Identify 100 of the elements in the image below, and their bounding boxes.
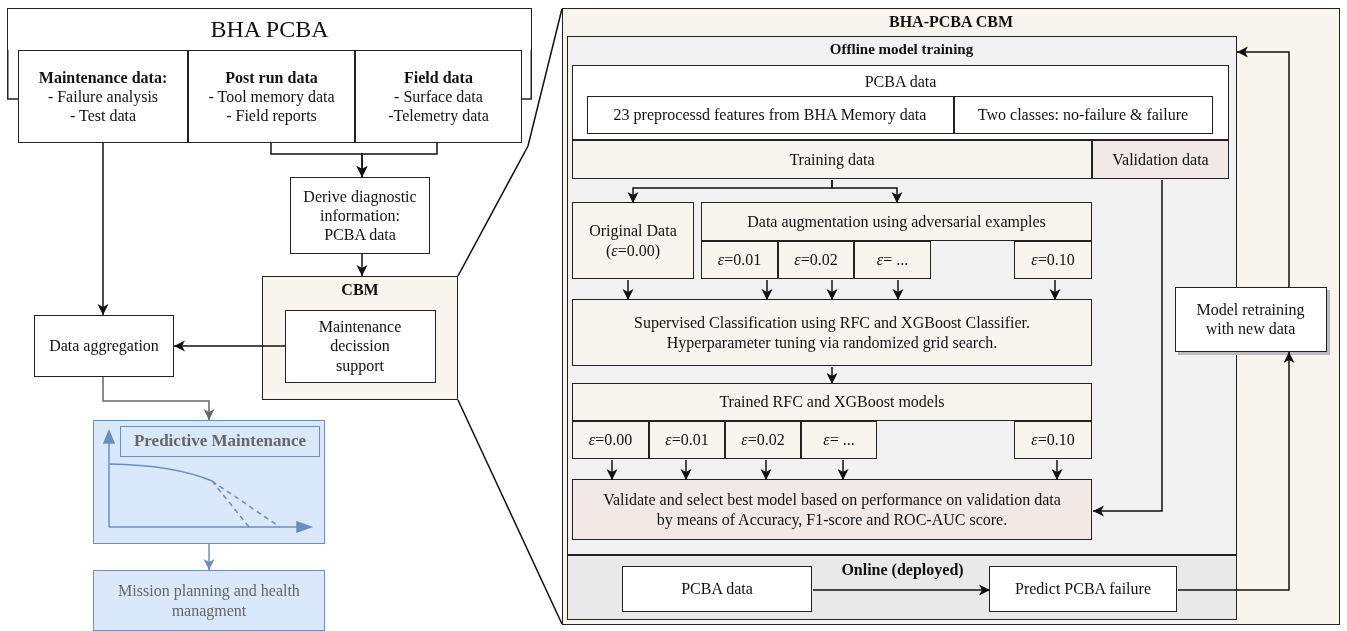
node-label: ε=0.00 — [587, 430, 634, 450]
data-source-box — [188, 50, 355, 143]
arrow — [1051, 459, 1063, 481]
heading: CBM — [341, 280, 379, 300]
process-box — [93, 570, 325, 631]
arrow — [622, 279, 634, 301]
arrow — [826, 279, 838, 301]
heading: Field data — [403, 67, 474, 87]
group-box — [7, 8, 532, 50]
data-source-box — [355, 50, 522, 143]
node-label: 23 preprocessd features from BHA Memory data — [612, 104, 928, 125]
process-box — [34, 315, 174, 377]
node-label: Original Data (ε=0.00) — [588, 221, 678, 260]
predictive-maintenance-panel — [93, 420, 325, 544]
arrow — [356, 253, 368, 277]
epsilon-box — [649, 421, 725, 459]
process-box — [290, 177, 430, 254]
model-box — [572, 383, 1092, 421]
arrow — [1049, 279, 1061, 301]
arrow — [826, 366, 838, 385]
node-label: Mission planning and health managment — [117, 581, 301, 620]
process-box — [989, 566, 1177, 612]
node-label: Predict PCBA failure — [1014, 579, 1152, 599]
node-label: PCBA data — [864, 72, 937, 92]
node-label: - Failure analysis — [46, 86, 160, 107]
node-label: ε=0.01 — [664, 430, 710, 450]
epsilon-box — [572, 421, 649, 459]
node-label: ε=0.02 — [740, 430, 786, 450]
data-box — [572, 202, 694, 279]
heading: Online (deployed) — [840, 559, 965, 579]
data-box — [586, 95, 954, 134]
data-box — [622, 566, 812, 612]
heading-box: Predictive Maintenance — [120, 426, 320, 457]
group-panel — [262, 276, 458, 400]
epsilon-box — [725, 421, 801, 459]
node-label: ε=0.02 — [793, 250, 839, 270]
online-panel — [566, 554, 1237, 620]
connector-line — [457, 399, 563, 625]
node-label: Validate and select best model based on performance on validation data by means of Accuracy, F1-score and ROC-AUC score. — [602, 490, 1062, 529]
epsilon-box — [701, 241, 778, 279]
node-label: Supervised Classification using RFC and XGBoost Classifier. Hyperparameter tuning via randomized grid search. — [633, 313, 1031, 352]
epsilon-box — [778, 241, 854, 279]
arrow — [173, 340, 286, 352]
arrow — [356, 142, 438, 178]
arrow — [812, 584, 991, 596]
epsilon-box — [801, 421, 877, 459]
data-box — [572, 140, 1092, 179]
node-label: ε=0.10 — [1030, 250, 1076, 270]
data-box — [953, 95, 1213, 134]
group-panel — [566, 35, 1237, 555]
data-source-box — [18, 50, 188, 143]
arrow — [102, 376, 215, 421]
node-label: Derive diagnostic information: PCBA data — [302, 186, 418, 245]
node-label: ε=0.10 — [1030, 430, 1076, 450]
arrow — [1236, 46, 1290, 288]
arrow — [760, 459, 772, 481]
arrow — [761, 279, 773, 301]
node-label: -Telemetry data — [387, 106, 490, 126]
heading: Post run data — [224, 67, 319, 87]
node-label: Two classes: no-failure & failure — [976, 104, 1190, 125]
node-label: - Test data — [68, 106, 138, 126]
heading: Offline model training — [829, 39, 974, 58]
node-label: Maintenance decission support — [317, 317, 403, 375]
epsilon-box — [1014, 241, 1092, 279]
node-label: Model retraining with new data — [1195, 299, 1306, 339]
arrow — [831, 179, 903, 204]
node-label: PCBA data — [680, 579, 754, 599]
node-label: - Tool memory data — [207, 86, 336, 107]
heading: Maintenance data: — [37, 67, 169, 87]
node-label: Validation data — [1111, 149, 1210, 170]
node-label: BHA PCBA — [210, 15, 329, 44]
connector-line — [457, 7, 563, 277]
arrow — [892, 279, 904, 301]
heading: BHA-PCBA CBM — [889, 12, 1013, 32]
arrow — [1177, 351, 1295, 591]
arrow — [680, 459, 692, 481]
arrow — [606, 459, 618, 481]
arrow — [837, 459, 849, 481]
arrow — [203, 543, 215, 571]
process-box — [284, 309, 436, 383]
node-label: Trained RFC and XGBoost models — [718, 392, 946, 412]
node-label: - Surface data — [393, 86, 484, 107]
node-label: Training data — [788, 149, 876, 170]
node-label: ε= ... — [822, 430, 856, 450]
arrow — [1092, 179, 1163, 517]
epsilon-box — [854, 241, 931, 279]
node-label: - Field reports — [225, 106, 318, 126]
process-box — [572, 299, 1092, 366]
node-label: ε=0.01 — [716, 250, 763, 270]
process-box — [572, 479, 1092, 540]
data-box — [1092, 140, 1229, 179]
process-box — [701, 202, 1092, 241]
node-label: Data augmentation using adversarial examples — [746, 211, 1047, 232]
process-box — [1174, 286, 1327, 352]
epsilon-box — [1014, 421, 1092, 459]
node-label: Data aggregation — [48, 336, 160, 356]
group-panel — [562, 8, 1340, 625]
node-label: ε= ... — [875, 250, 910, 270]
data-box — [572, 65, 1229, 140]
arrow — [97, 142, 109, 316]
